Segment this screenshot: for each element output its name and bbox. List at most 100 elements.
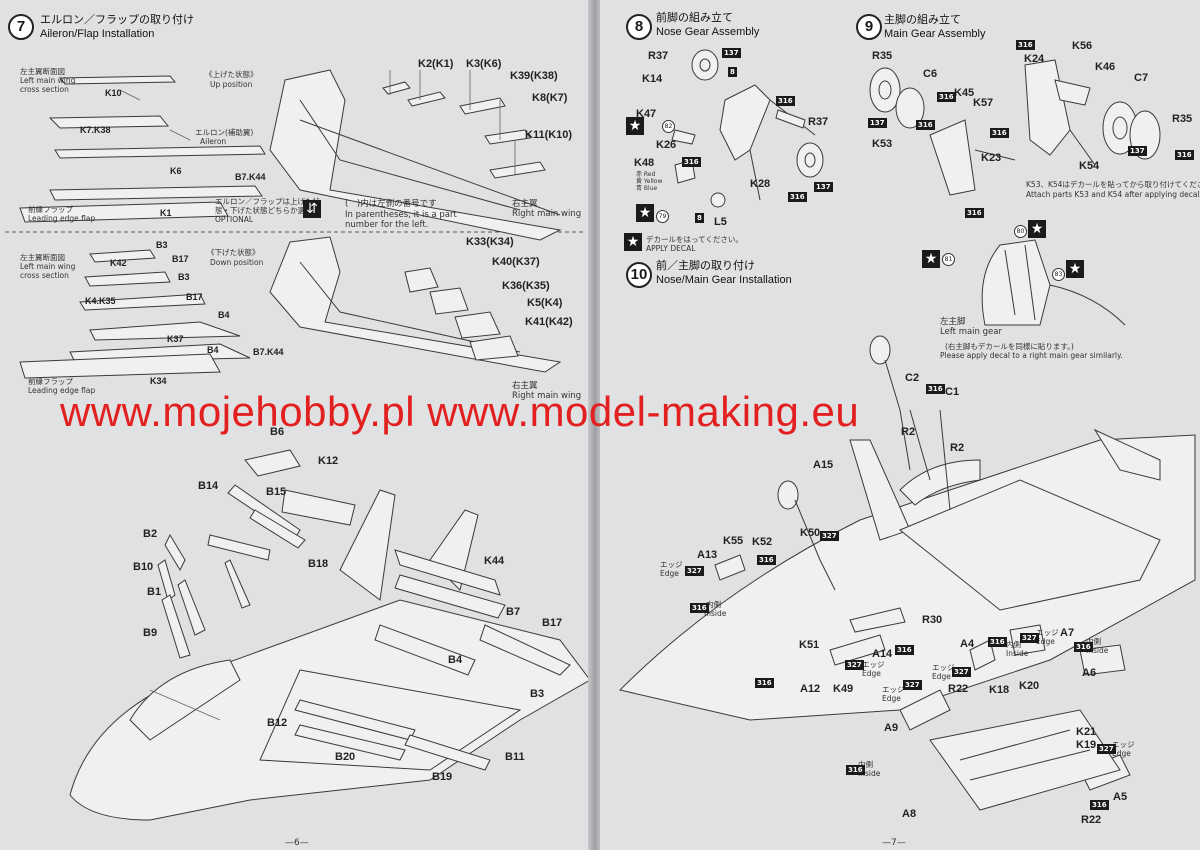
step9-title-en: Main Gear Assembly [884, 28, 986, 40]
part-label: C2 [905, 372, 920, 384]
nose-gear-drawing [671, 49, 824, 208]
part-label: C1 [945, 386, 960, 398]
page-left: 7 エルロン／フラップの取り付け Aileron/Flap Installati… [0, 0, 590, 850]
page-right: 8 前脚の組み立て Nose Gear Assembly R37 K14 K47… [600, 0, 1200, 850]
part-label: B7.K44 [253, 347, 284, 357]
part-label: K40(K37) [492, 256, 540, 268]
decal-star-icon: ★ [624, 233, 642, 251]
color-code-badge: 137 [1128, 146, 1147, 156]
color-code-badge: 316 [965, 208, 984, 218]
step8-title-jp: 前脚の組み立て [656, 12, 733, 24]
part-label: K21 [1076, 726, 1097, 738]
paren-jp: ( )内は左側の番号です [345, 199, 437, 209]
part-label: K39(K38) [510, 70, 558, 82]
decal-jp: デカールをはってください。 [646, 235, 743, 244]
color-code-badge: 316 [916, 120, 935, 130]
part-label: B11 [505, 751, 525, 763]
part-label: B15 [266, 486, 287, 498]
part-label: R35 [1172, 113, 1193, 125]
part-label: K44 [484, 555, 505, 567]
color-red: 赤 Red [636, 171, 656, 178]
color-code-badge: 316 [990, 128, 1009, 138]
part-label: K56 [1072, 40, 1093, 52]
part-label: R30 [922, 614, 943, 626]
part-label: B1 [147, 586, 162, 598]
part-label: K11(K10) [525, 129, 573, 141]
color-code-badge: 316 [926, 384, 945, 394]
aileron-jp: エルロン(補助翼) [195, 128, 254, 137]
optional-jp2: 態・下げた状態どちらか選択。 [215, 206, 320, 215]
step10-title-jp: 前／主脚の取り付け [656, 260, 755, 272]
decal-number: 83 [1052, 268, 1065, 281]
aircraft-right-drawing [619, 335, 1196, 811]
part-label: B9 [143, 627, 158, 639]
color-code-badge: 316 [682, 157, 701, 167]
rmw-en-up: Right main wing [512, 209, 582, 219]
rmw-jp-up: 右主翼 [512, 199, 538, 209]
left-main-gear-decal-drawing [981, 239, 1126, 326]
color-code-badge: 8 [728, 67, 737, 77]
inside-en: Inside [858, 769, 881, 778]
edge-jp: エッジ [882, 685, 905, 694]
part-label: K5(K4) [527, 297, 563, 309]
part-label: A6 [1082, 667, 1097, 679]
step8-title-en: Nose Gear Assembly [656, 26, 760, 38]
part-label: C7 [1134, 72, 1149, 84]
edge-jp: エッジ [1112, 740, 1135, 749]
color-code-badge: 327 [1020, 633, 1039, 643]
part-label: B6 [270, 426, 285, 438]
part-label: K3(K6) [466, 58, 502, 70]
color-code-badge: 316 [895, 645, 914, 655]
color-code-badge: 137 [722, 48, 741, 58]
decal-star-icon: ★ [1028, 220, 1046, 238]
decal-number: 80 [1014, 225, 1027, 238]
part-label: B20 [335, 751, 356, 763]
step10-title-en: Nose/Main Gear Installation [656, 274, 792, 286]
part-label: B17 [172, 254, 189, 264]
up-jp: 《上げた状態》 [205, 70, 258, 79]
edge-en: Edge [1036, 637, 1055, 646]
part-label: B18 [308, 558, 329, 570]
part-label: K20 [1019, 680, 1040, 692]
lmw-jp-down: 左主翼断面図 [20, 253, 65, 262]
step7-up-drawing [19, 69, 562, 241]
part-label: K24 [1024, 53, 1045, 65]
color-yellow: 黄 Yellow [636, 178, 663, 185]
step7-number: 7 [8, 14, 34, 40]
paren-en1: In parentheses, it is a part [345, 210, 457, 220]
part-label: R22 [1081, 814, 1102, 826]
part-label: K46 [1095, 61, 1116, 73]
lmw-en1-up: Left main wing [20, 76, 76, 85]
part-label: K23 [981, 152, 1002, 164]
part-label: A14 [872, 648, 893, 660]
part-label: K1 [160, 208, 172, 218]
aircraft-left-drawing [69, 449, 590, 821]
color-blue: 青 Blue [636, 185, 658, 192]
optional-jp1: エルロン／フラップは上げた状 [215, 197, 320, 206]
lmg-en: Left main gear [940, 327, 1002, 337]
step9-note-jp: K53、K54はデカールを貼ってから取り付けてください。 [1026, 180, 1200, 189]
part-label: K51 [799, 639, 820, 651]
part-label: K8(K7) [532, 92, 568, 104]
inside-en: Inside [1006, 649, 1029, 658]
part-label: R37 [808, 116, 829, 128]
color-code-badge: 316 [788, 192, 807, 202]
part-label: K19 [1076, 739, 1097, 751]
edge-en: Edge [660, 569, 679, 578]
step8-number: 8 [626, 14, 652, 40]
part-label: K12 [318, 455, 339, 467]
part-label: K57 [973, 97, 994, 109]
color-code-badge: 8 [695, 213, 704, 223]
part-label: A15 [813, 459, 834, 471]
part-label: B17 [542, 617, 563, 629]
rmg-en: Please apply decal to a right main gear … [940, 351, 1123, 360]
part-label: B4 [218, 310, 230, 320]
part-label: K50 [800, 527, 821, 539]
lmw-en2-down: cross section [20, 271, 69, 280]
page-number-right: —7— [882, 838, 906, 848]
step9-note-en: Attach parts K53 and K54 after applying … [1026, 190, 1200, 199]
color-code-badge: 327 [903, 680, 922, 690]
part-label: B4 [207, 345, 219, 355]
part-label: K36(K35) [502, 280, 550, 292]
part-label: K28 [750, 178, 771, 190]
